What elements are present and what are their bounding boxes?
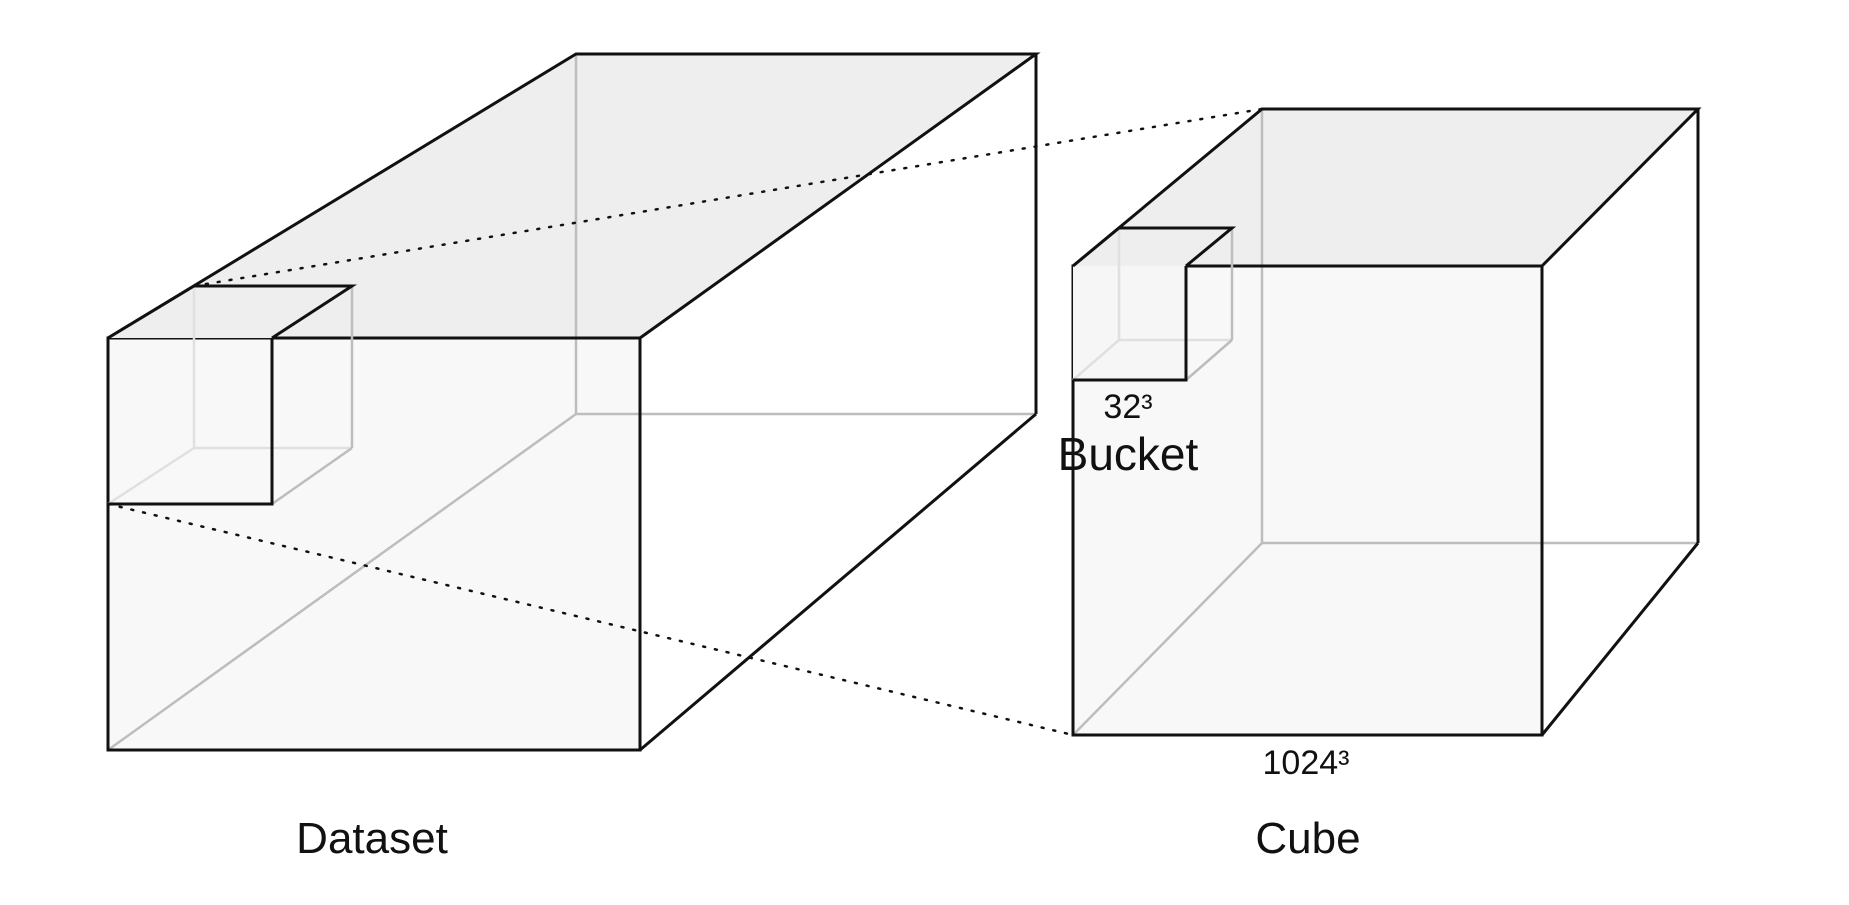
bucket-front-face: [1073, 266, 1186, 380]
dataset-subcube: [107, 284, 358, 506]
dataset-right-bottom-edge: [639, 412, 1037, 752]
bucket-box: [1072, 226, 1237, 382]
dataset-front-outline: [106, 336, 642, 752]
cube-front-outline: [1071, 264, 1544, 737]
dataset-top-outline: [107, 52, 1041, 340]
dataset-subcube-top-left: [107, 284, 195, 340]
dataset-front-face: [108, 338, 640, 750]
cube-hidden-edge-diagonal: [1072, 542, 1263, 736]
projection-line-bottom: [106, 502, 1075, 737]
dataset-subcube-top: [194, 284, 358, 340]
cube-label: Cube: [1255, 814, 1360, 863]
dataset-box: [106, 52, 1041, 752]
dataset-subcube-front: [108, 338, 274, 506]
dataset-subcube-side-bottom: [271, 446, 353, 506]
dataset-hidden-edge-diagonal: [107, 412, 577, 752]
bucket-top-face: [1073, 228, 1232, 266]
bucket-top: [1072, 226, 1237, 268]
bucket-front: [1073, 266, 1188, 382]
cube-top-outline: [1072, 107, 1702, 268]
dataset-subcube-hidden-3: [107, 446, 195, 506]
cube-box: [1071, 107, 1702, 737]
cube-size-label: 1024³: [1263, 744, 1350, 782]
bucket-label: Bucket: [1058, 428, 1199, 480]
dataset-top-face: [108, 54, 1036, 338]
bucket-side-bottom: [1185, 339, 1233, 381]
bucket-size-label: 32³: [1103, 388, 1152, 426]
dataset-label: Dataset: [296, 814, 448, 863]
cube-right-bottom-edge: [1540, 542, 1700, 736]
bucket-hidden-3: [1072, 339, 1120, 381]
projection-line-top: [192, 107, 1264, 288]
